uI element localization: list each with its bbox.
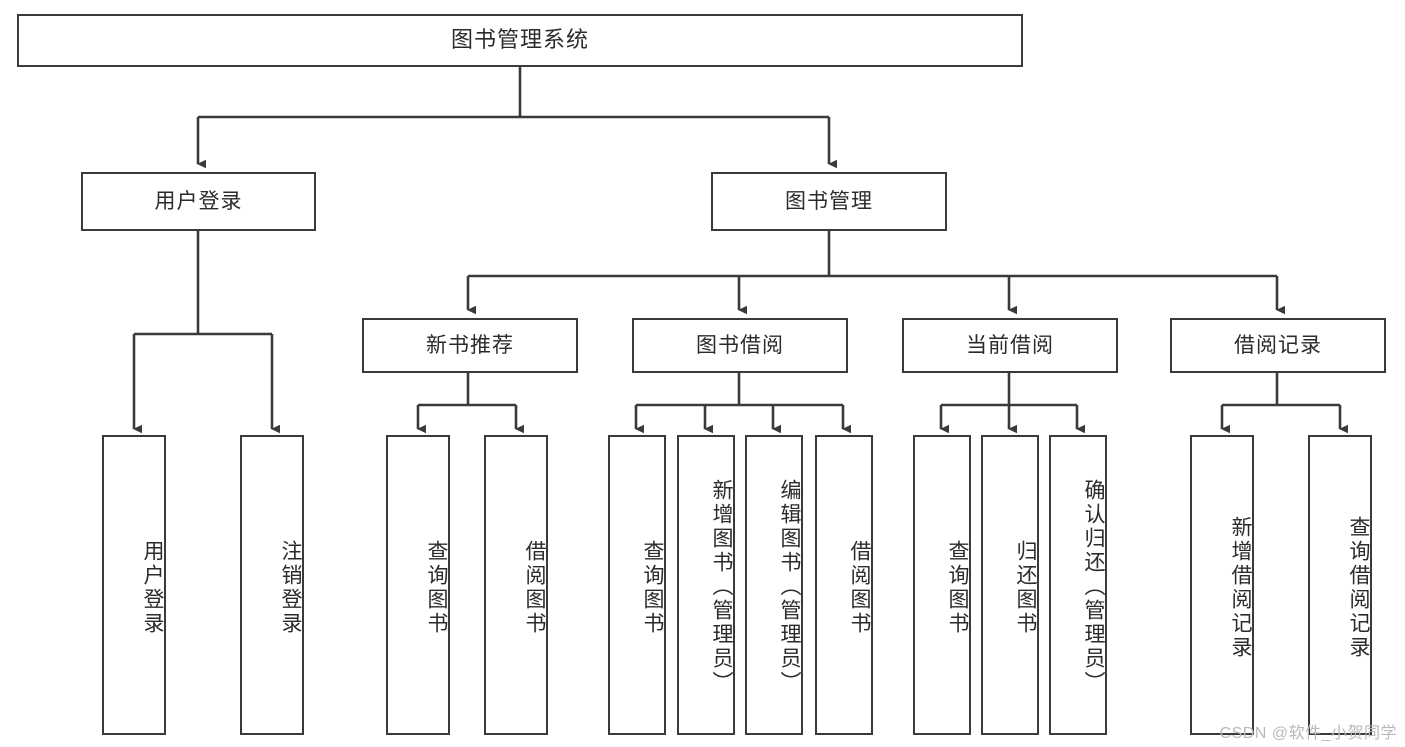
node-label: 借阅记录 [1234,333,1322,357]
node-label: 归还图书 [1014,540,1037,636]
node-leaf-logout[interactable]: 注销登录 [240,435,304,735]
csdn-watermark: CSDN @软件_小贺同学 [1219,725,1397,742]
node-label: 图书借阅 [696,333,784,357]
node-leaf-borrow-book-2[interactable]: 借阅图书 [815,435,873,735]
node-label: 图书管理 [785,189,873,213]
node-root-system[interactable]: 图书管理系统 [17,14,1023,67]
node-leaf-query-book-1[interactable]: 查询图书 [386,435,450,735]
node-label: 新增借阅记录 [1229,516,1252,660]
node-label: 图书管理系统 [450,27,589,53]
node-leaf-user-login[interactable]: 用户登录 [102,435,166,735]
node-label: 确认归还（管理员） [1082,479,1105,695]
node-book-management[interactable]: 图书管理 [711,172,947,231]
node-leaf-edit-book[interactable]: 编辑图书（管理员） [745,435,803,735]
node-label: 用户登录 [154,189,243,213]
node-book-borrow[interactable]: 图书借阅 [632,318,848,373]
node-leaf-query-record[interactable]: 查询借阅记录 [1308,435,1372,735]
node-label: 新书推荐 [426,333,514,357]
node-leaf-add-book[interactable]: 新增图书（管理员） [677,435,735,735]
node-leaf-return-book[interactable]: 归还图书 [981,435,1039,735]
node-label: 注销登录 [279,540,302,636]
node-label: 查询图书 [946,540,969,636]
node-label: 当前借阅 [966,333,1054,357]
node-user-login[interactable]: 用户登录 [81,172,316,231]
node-leaf-borrow-book-1[interactable]: 借阅图书 [484,435,548,735]
node-label: 查询借阅记录 [1347,516,1370,660]
node-leaf-confirm-return[interactable]: 确认归还（管理员） [1049,435,1107,735]
node-label: 查询图书 [425,540,448,636]
node-leaf-query-book-3[interactable]: 查询图书 [913,435,971,735]
node-borrow-record[interactable]: 借阅记录 [1170,318,1386,373]
node-label: 借阅图书 [848,540,871,636]
node-new-book-recommendation[interactable]: 新书推荐 [362,318,578,373]
node-label: 用户登录 [141,540,164,636]
node-label: 借阅图书 [523,540,546,636]
node-leaf-add-record[interactable]: 新增借阅记录 [1190,435,1254,735]
node-current-borrow[interactable]: 当前借阅 [902,318,1118,373]
node-label: 查询图书 [641,540,664,636]
node-label: 编辑图书（管理员） [778,479,801,695]
node-label: 新增图书（管理员） [710,479,733,695]
node-leaf-query-book-2[interactable]: 查询图书 [608,435,666,735]
